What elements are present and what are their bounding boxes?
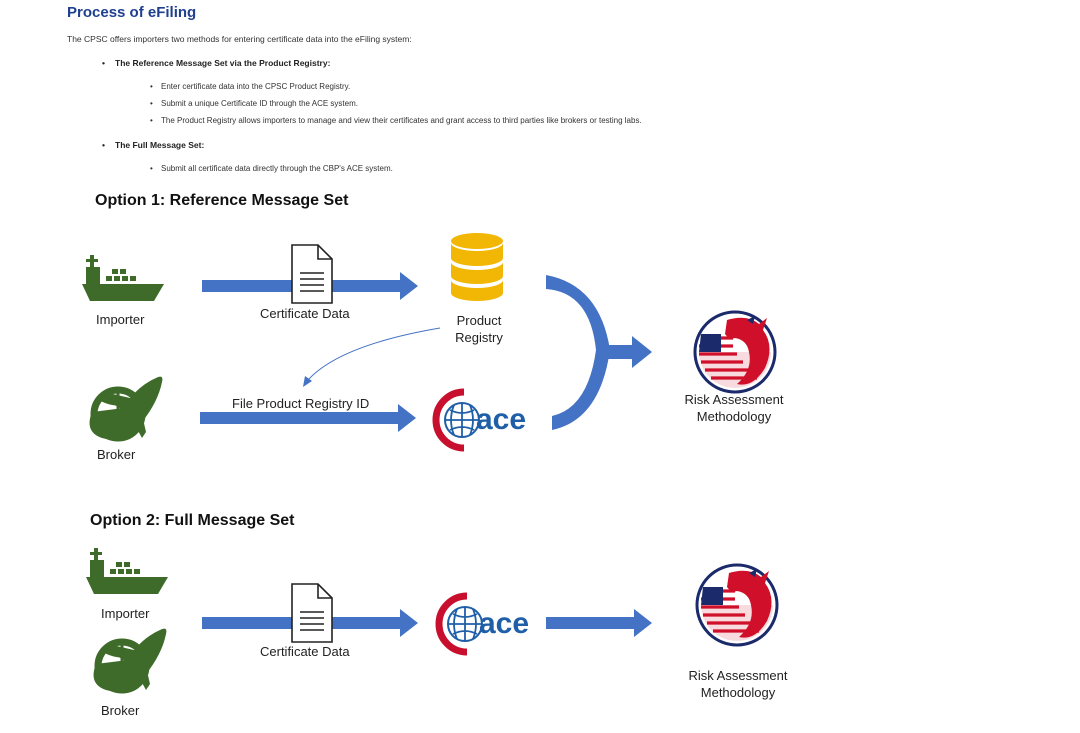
importer-label: Importer — [96, 312, 145, 327]
option-1-title: Option 1: Reference Message Set — [95, 192, 349, 209]
registry-id-curve-arrow — [307, 327, 441, 381]
option-2-title: Option 2: Full Message Set — [90, 512, 295, 529]
method-1-item-3: The Product Registry allows importers to… — [150, 116, 642, 125]
importer-label-2: Importer — [101, 606, 150, 621]
certificate-document-icon-2 — [291, 583, 333, 643]
arrow-broker-to-ace — [200, 404, 416, 432]
page-title: Process of eFiling — [67, 4, 197, 21]
product-registry-label: Product Registry — [455, 313, 503, 345]
method-1-title: The Reference Message Set via the Produc… — [102, 58, 330, 68]
intro-text: The CPSC offers importers two methods fo… — [67, 34, 412, 44]
ace-logo-icon-2 — [439, 596, 482, 652]
broker-globe-plane-icon — [90, 377, 163, 440]
certificate-data-label-2: Certificate Data — [260, 644, 350, 659]
broker-globe-plane-icon-2 — [94, 629, 167, 692]
merge-bracket — [546, 275, 610, 430]
method-1-item-2: Submit a unique Certificate ID through t… — [150, 99, 358, 108]
certificate-data-label: Certificate Data — [260, 306, 350, 321]
arrow-to-risk-assessment — [605, 336, 652, 368]
method-2-title: The Full Message Set: — [102, 140, 204, 150]
database-icon — [451, 233, 503, 301]
arrow-ace-to-risk-2 — [546, 609, 652, 637]
broker-label-2: Broker — [101, 703, 140, 718]
method-2-item-1: Submit all certificate data directly thr… — [150, 164, 393, 173]
certificate-document-icon — [291, 244, 333, 304]
risk-assessment-label-2: Risk Assessment Methodology — [688, 668, 788, 700]
risk-assessment-label: Risk Assessment Methodology — [684, 392, 784, 424]
method-1-item-1: Enter certificate data into the CPSC Pro… — [150, 82, 350, 91]
ace-logo-icon — [436, 392, 479, 448]
ace-logo-text: ace — [476, 403, 526, 436]
cpsc-seal-icon-2 — [679, 547, 795, 663]
importer-ship-icon-2 — [86, 548, 168, 594]
ace-logo-text-2: ace — [479, 607, 529, 640]
importer-ship-icon — [82, 255, 164, 301]
broker-label: Broker — [97, 447, 136, 462]
file-registry-id-label: File Product Registry ID — [232, 396, 370, 411]
